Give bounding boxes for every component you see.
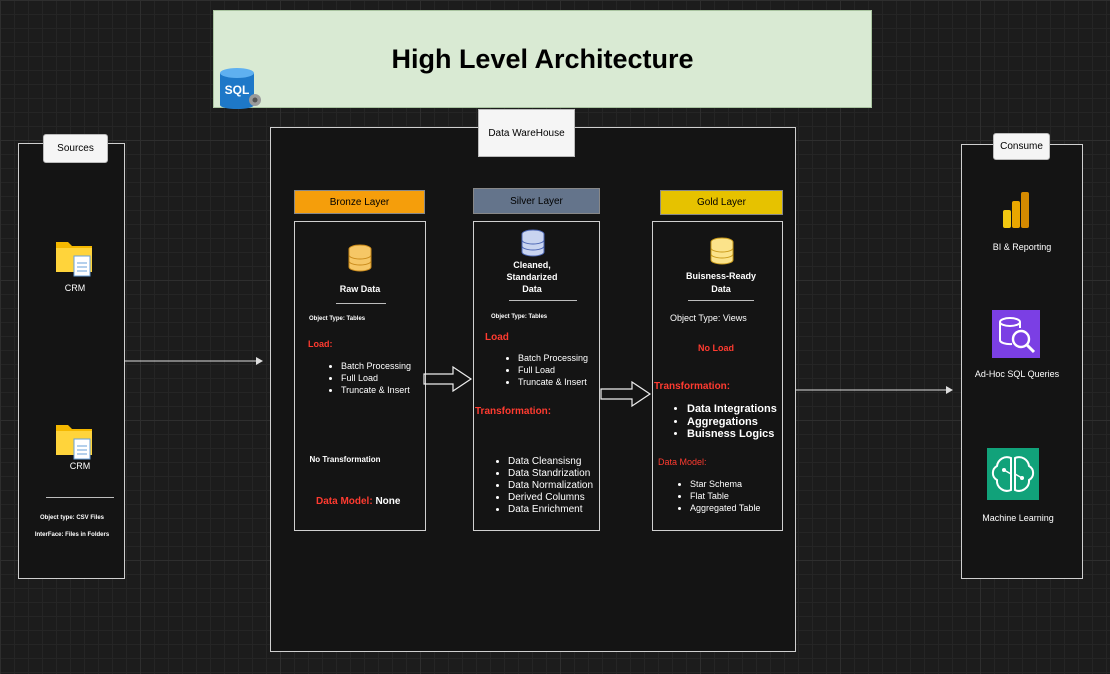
- list-item: Star Schema: [690, 478, 760, 490]
- bronze-load-label: Load:: [308, 339, 333, 349]
- block-arrow-icon: [600, 380, 652, 408]
- silver-layer-header: Silver Layer: [473, 188, 600, 214]
- data-warehouse-tag: Data WareHouse: [478, 109, 575, 157]
- silver-object-type: Object Type: Tables: [491, 314, 548, 320]
- list-item: Data Normalization: [508, 480, 593, 492]
- source-crm-label: CRM: [64, 283, 86, 293]
- sources-interface: InterFace: Files in Folders: [34, 532, 110, 538]
- silver-transformation-list: Data Cleansisng Data Standrization Data …: [494, 456, 593, 516]
- list-item: Flat Table: [690, 490, 760, 502]
- consume-tag: Consume: [993, 133, 1050, 160]
- folder-file-icon: [56, 425, 92, 460]
- power-bi-icon: [1003, 192, 1029, 228]
- bronze-transformation: No Transformation: [309, 455, 381, 464]
- gold-load: No Load: [698, 343, 734, 353]
- gold-name: Buisness-Ready Data: [685, 271, 757, 294]
- bronze-layer-box: [294, 221, 426, 531]
- list-item: Batch Processing: [518, 352, 588, 364]
- list-item: Full Load: [341, 372, 411, 384]
- gold-layer-box: [652, 221, 783, 531]
- list-item: Full Load: [518, 364, 588, 376]
- database-icon: [348, 244, 372, 272]
- bronze-object-type: Object Type: Tables: [309, 316, 366, 322]
- bronze-name: Raw Data: [339, 284, 381, 294]
- gold-data-model-list: Star Schema Flat Table Aggregated Table: [676, 478, 760, 514]
- consume-ml-label: Machine Learning: [982, 513, 1054, 523]
- divider: [509, 300, 577, 301]
- machine-learning-icon: [987, 448, 1039, 500]
- list-item: Truncate & Insert: [341, 384, 411, 396]
- bronze-layer-header: Bronze Layer: [294, 190, 425, 214]
- gold-transformation-list: Data Integrations Aggregations Buisness …: [673, 403, 777, 441]
- consume-bi-label: BI & Reporting: [992, 242, 1052, 252]
- list-item: Batch Processing: [341, 360, 411, 372]
- folder-file-icon: [56, 242, 92, 277]
- list-item: Data Integrations: [687, 403, 777, 416]
- block-arrow-icon: [423, 365, 473, 393]
- bronze-data-model: Data Model: None: [316, 496, 400, 507]
- query-analysis-icon: [992, 310, 1040, 358]
- silver-load-label: Load: [485, 332, 509, 343]
- silver-load-list: Batch Processing Full Load Truncate & In…: [504, 352, 588, 388]
- list-item: Derived Columns: [508, 492, 593, 504]
- data-model-label: Data Model:: [316, 496, 373, 507]
- consume-adhoc-label: Ad-Hoc SQL Queries: [974, 369, 1060, 379]
- silver-name: Cleaned, Standarized Data: [506, 260, 558, 294]
- list-item: Data Enrichment: [508, 504, 593, 516]
- arrow-icon: [124, 357, 263, 365]
- list-item: Aggregations: [687, 416, 777, 429]
- sources-tag: Sources: [43, 134, 108, 163]
- list-item: Buisness Logics: [687, 428, 777, 441]
- diagram-title: High Level Architecture: [213, 10, 872, 108]
- sql-database-icon: SQL: [220, 68, 261, 109]
- sql-label: SQL: [225, 83, 250, 97]
- divider: [688, 300, 754, 301]
- list-item: Data Cleansisng: [508, 456, 593, 468]
- bronze-load-list: Batch Processing Full Load Truncate & In…: [327, 360, 411, 396]
- sources-panel: [18, 143, 125, 579]
- database-icon: [710, 237, 734, 265]
- divider: [46, 497, 114, 498]
- silver-layer-box: [473, 221, 600, 531]
- database-icon: [521, 229, 545, 257]
- sources-object-type: Object type: CSV Files: [39, 515, 105, 521]
- divider: [336, 303, 386, 304]
- gold-layer-header: Gold Layer: [660, 190, 783, 215]
- list-item: Data Standrization: [508, 468, 593, 480]
- silver-transformation-label: Transformation:: [475, 406, 552, 417]
- list-item: Aggregated Table: [690, 502, 760, 514]
- gold-transformation-label: Transformation:: [654, 381, 731, 392]
- data-model-value: None: [375, 496, 401, 507]
- arrow-icon: [795, 386, 953, 394]
- gold-object-type: Object Type: Views: [670, 313, 747, 323]
- list-item: Truncate & Insert: [518, 376, 588, 388]
- gold-data-model-label: Data Model:: [658, 457, 707, 467]
- source-crm-label: CRM: [69, 461, 91, 471]
